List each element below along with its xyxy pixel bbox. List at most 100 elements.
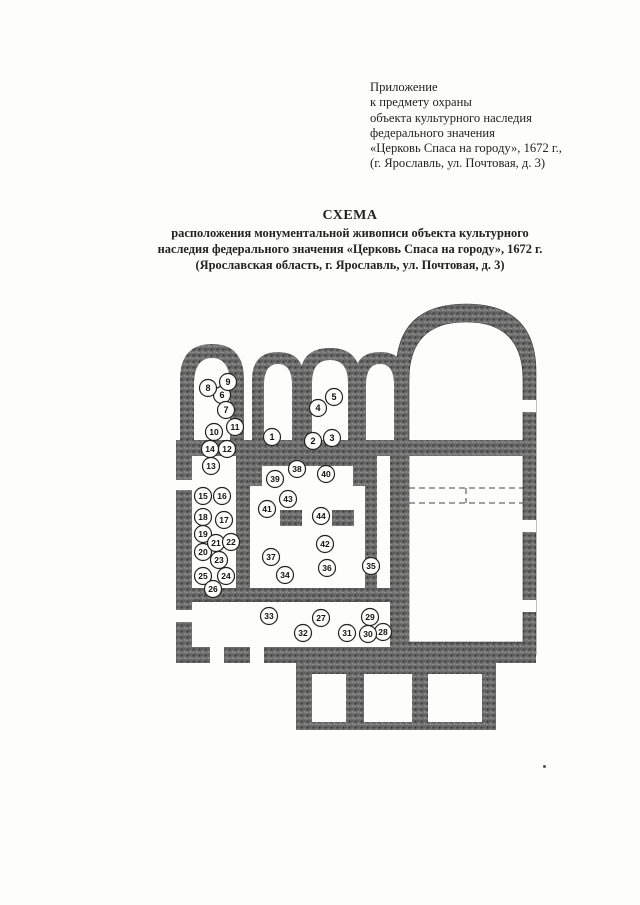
painting-marker-18: 18 xyxy=(193,507,213,527)
marker-number: 33 xyxy=(264,611,274,621)
window-opening xyxy=(210,647,224,663)
appendix-line: (г. Ярославль, ул. Почтовая, д. 3) xyxy=(370,156,546,171)
wall-segment xyxy=(365,456,377,588)
window-opening xyxy=(250,647,264,663)
marker-number: 8 xyxy=(205,383,210,393)
apse-wall xyxy=(354,352,406,440)
pier xyxy=(353,466,365,486)
marker-circle xyxy=(193,566,213,586)
painting-marker-10: 10 xyxy=(204,422,224,442)
window-opening xyxy=(520,400,536,412)
marker-circle xyxy=(218,372,238,392)
marker-circle xyxy=(204,422,224,442)
marker-circle xyxy=(203,579,223,599)
painting-marker-8: 8 xyxy=(198,378,218,398)
painting-marker-33: 33 xyxy=(259,606,279,626)
painting-marker-37: 37 xyxy=(261,547,281,567)
marker-circle xyxy=(262,427,282,447)
marker-number: 37 xyxy=(266,552,276,562)
scheme-title: СХЕМА xyxy=(322,208,378,223)
dashed-lines xyxy=(195,487,523,601)
appendix-line: Приложение xyxy=(370,80,438,94)
marker-circle xyxy=(315,534,335,554)
painting-marker-4: 4 xyxy=(308,398,328,418)
marker-circle xyxy=(259,606,279,626)
marker-circle xyxy=(278,489,298,509)
wall-outline xyxy=(395,303,537,656)
marker-circle xyxy=(317,558,337,578)
window-opening xyxy=(520,600,536,612)
marker-number: 10 xyxy=(209,427,219,437)
pier xyxy=(280,510,302,526)
marker-circle xyxy=(257,499,277,519)
marker-circle xyxy=(193,524,213,544)
painting-marker-36: 36 xyxy=(317,558,337,578)
painting-marker-42: 42 xyxy=(315,534,335,554)
marker-circle xyxy=(308,398,328,418)
window-opening xyxy=(520,520,536,532)
marker-circle xyxy=(311,608,331,628)
appendix-line: объекта культурного наследия xyxy=(370,110,532,125)
marker-number: 3 xyxy=(329,433,334,443)
wall-segment xyxy=(390,440,409,662)
marker-number: 36 xyxy=(322,563,332,573)
marker-number: 35 xyxy=(366,561,376,571)
scheme-heading: СХЕМА расположения монументальной живопи… xyxy=(110,207,590,273)
marker-number: 6 xyxy=(219,390,224,400)
painting-marker-17: 17 xyxy=(214,510,234,530)
painting-marker-31: 31 xyxy=(337,623,357,643)
marker-number: 13 xyxy=(206,461,216,471)
marker-number: 15 xyxy=(198,491,208,501)
marker-number: 17 xyxy=(219,515,229,525)
marker-circle xyxy=(209,550,229,570)
painting-marker-13: 13 xyxy=(201,456,221,476)
marker-circle xyxy=(358,624,378,644)
marker-number: 7 xyxy=(223,405,228,415)
marker-circle xyxy=(221,532,241,552)
marker-circle xyxy=(361,556,381,576)
marker-number: 26 xyxy=(208,584,218,594)
window-opening xyxy=(176,480,192,490)
marker-circle xyxy=(193,486,213,506)
marker-number: 24 xyxy=(221,571,231,581)
window-opening xyxy=(176,610,192,622)
marker-circle xyxy=(265,469,285,489)
painting-marker-25: 25 xyxy=(193,566,213,586)
porch-room xyxy=(312,674,346,722)
painting-marker-24: 24 xyxy=(216,566,236,586)
pier xyxy=(332,510,354,526)
marker-circle xyxy=(193,542,213,562)
marker-circle xyxy=(293,623,313,643)
marker-number: 31 xyxy=(342,628,352,638)
painting-marker-22: 22 xyxy=(221,532,241,552)
marker-circle xyxy=(322,428,342,448)
wall-segment xyxy=(176,440,192,662)
marker-number: 22 xyxy=(226,537,236,547)
painting-marker-9: 9 xyxy=(218,372,238,392)
painting-marker-15: 15 xyxy=(193,486,213,506)
porch-room xyxy=(364,674,412,722)
marker-circle xyxy=(324,387,344,407)
painting-marker-16: 16 xyxy=(212,486,232,506)
apse-wall xyxy=(252,352,304,440)
marker-number: 41 xyxy=(262,504,272,514)
marker-number: 27 xyxy=(316,613,326,623)
wall-segment xyxy=(176,588,396,602)
marker-number: 5 xyxy=(331,392,336,402)
marker-number: 11 xyxy=(231,422,240,432)
pier xyxy=(250,466,262,486)
marker-circle xyxy=(216,400,236,420)
painting-marker-34: 34 xyxy=(275,565,295,585)
appendix-line: к предмету охраны xyxy=(370,95,472,110)
marker-circle xyxy=(337,623,357,643)
wall-segment xyxy=(176,647,536,663)
marker-circle xyxy=(200,439,220,459)
marker-circle xyxy=(216,566,236,586)
painting-marker-39: 39 xyxy=(265,469,285,489)
painting-marker-14: 14 xyxy=(200,439,220,459)
painting-marker-12: 12 xyxy=(217,439,237,459)
marker-number: 16 xyxy=(217,491,227,501)
marker-number: 20 xyxy=(198,547,208,557)
painting-marker-7: 7 xyxy=(216,400,236,420)
